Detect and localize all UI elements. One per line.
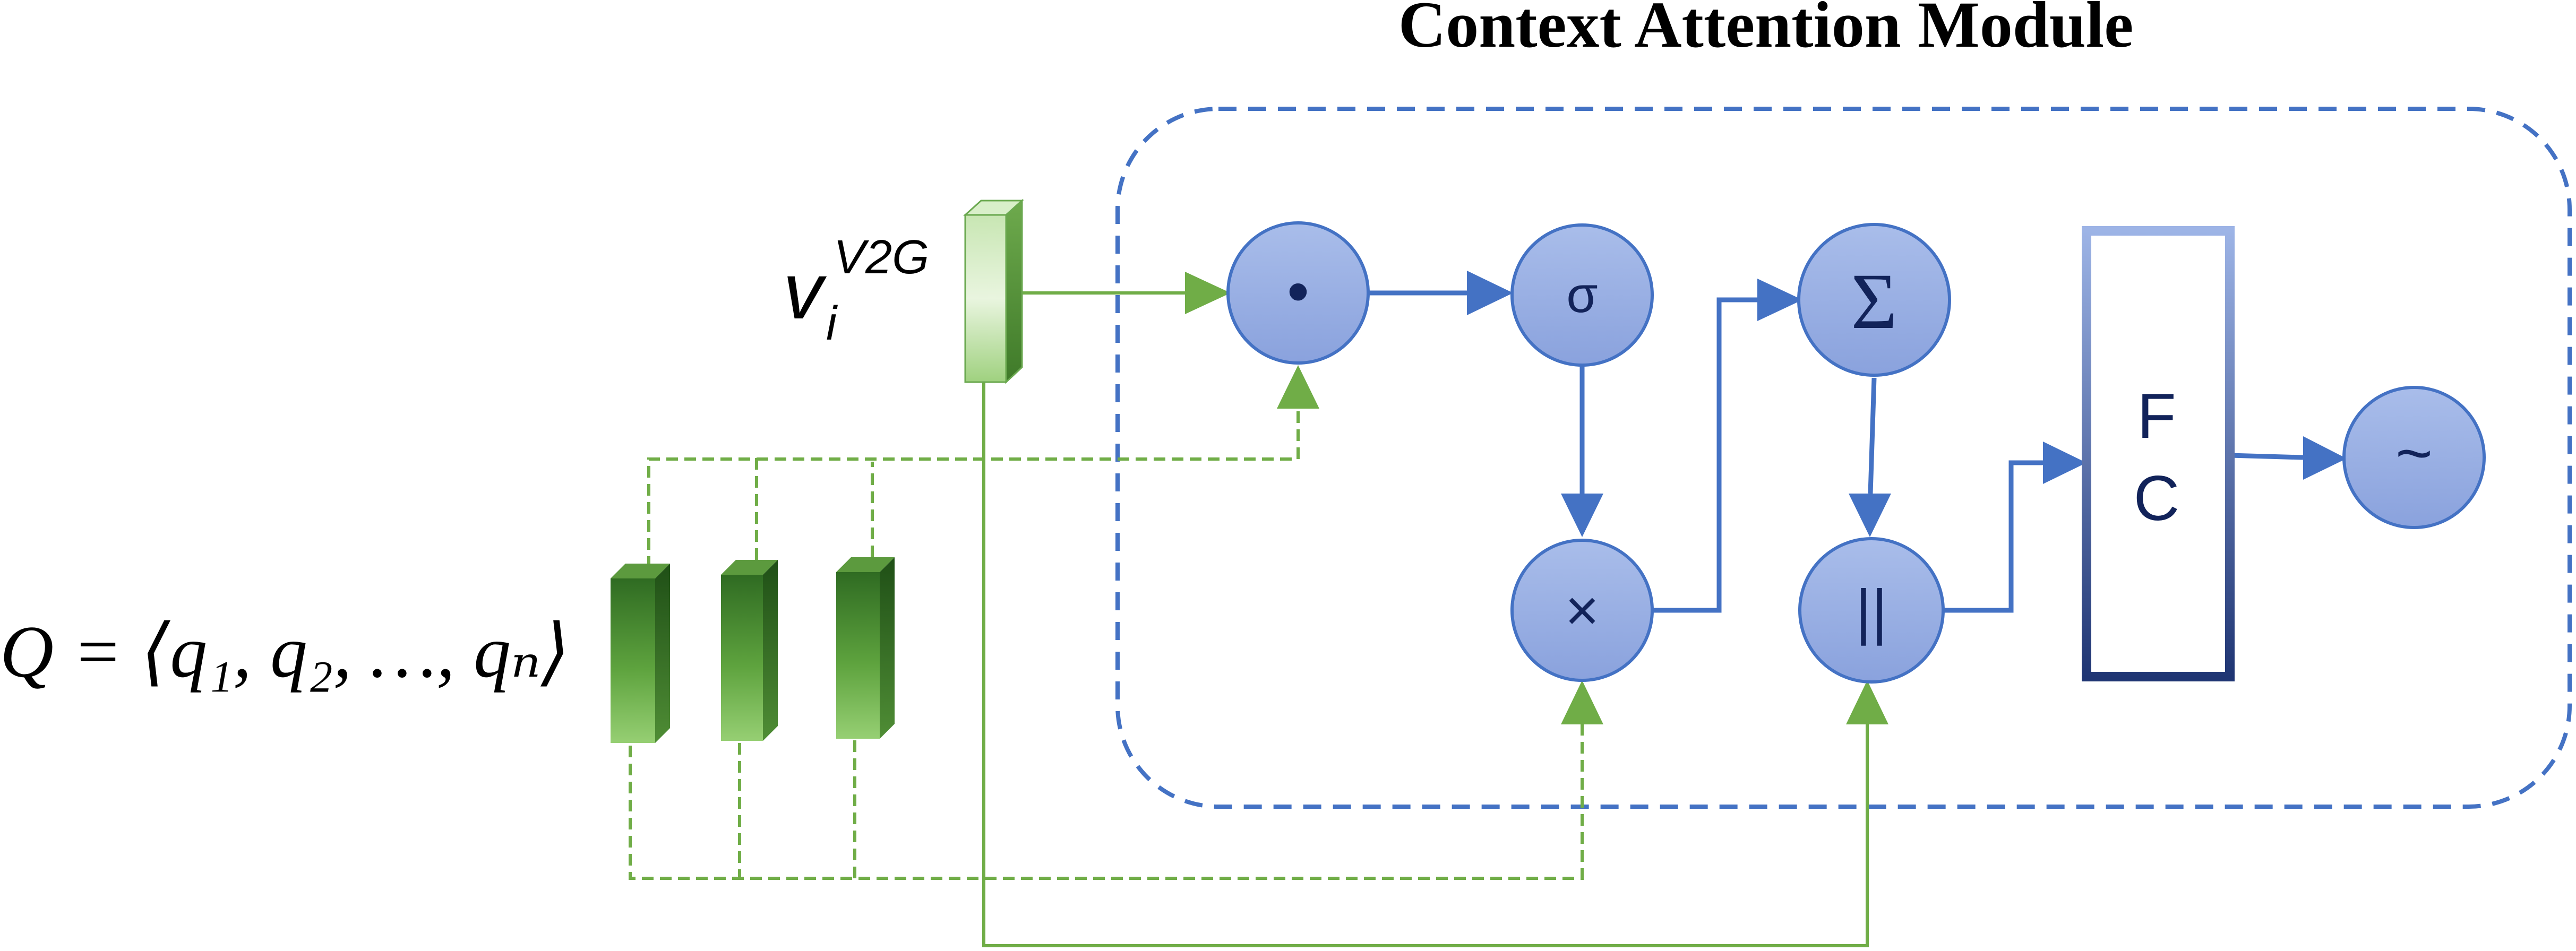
concat-node: || (1798, 537, 1945, 684)
vector-label-base: v (783, 246, 827, 335)
sigma-symbol: σ (1566, 266, 1598, 323)
arrowhead-to-concat (1846, 680, 1888, 724)
query-set-label: Q = ⟨q₁, q₂, …, qₙ⟩ (0, 611, 570, 693)
sigmoid-node: σ (1510, 223, 1654, 367)
multiply-node: × (1510, 539, 1654, 682)
sum-node: Σ (1797, 223, 1951, 377)
query-dashed-connectors (629, 409, 1584, 880)
times-symbol: × (1565, 578, 1599, 643)
sum-symbol: Σ (1851, 257, 1897, 345)
arrowhead-to-dot (1277, 365, 1319, 409)
query-vector-1 (611, 564, 670, 743)
dot-symbol: • (1287, 256, 1309, 327)
vector-solid-connectors (982, 291, 1869, 947)
fc-label-line1: F (2137, 381, 2176, 452)
tilde-symbol: ~ (2395, 418, 2433, 489)
module-title: Context Attention Module (1398, 0, 2134, 61)
vector-label: v i V2G (783, 231, 929, 350)
concat-symbol: || (1856, 577, 1887, 646)
dot-product-node: • (1226, 221, 1370, 365)
vector-label-superscript: V2G (834, 231, 929, 284)
query-vector-2 (721, 560, 778, 741)
fc-label-line2: C (2134, 463, 2180, 534)
context-vector-bar (963, 198, 1024, 384)
vector-label-subscript: i (826, 297, 838, 350)
blue-arrowheads (1467, 271, 2347, 537)
blue-connectors (1368, 290, 2304, 613)
query-vector-3 (836, 557, 895, 739)
fc-block: F C (2082, 226, 2235, 681)
output-node: ~ (2342, 386, 2486, 529)
arrowhead-to-times (1561, 680, 1603, 724)
arrowhead-to-dot-left (1185, 272, 1231, 314)
